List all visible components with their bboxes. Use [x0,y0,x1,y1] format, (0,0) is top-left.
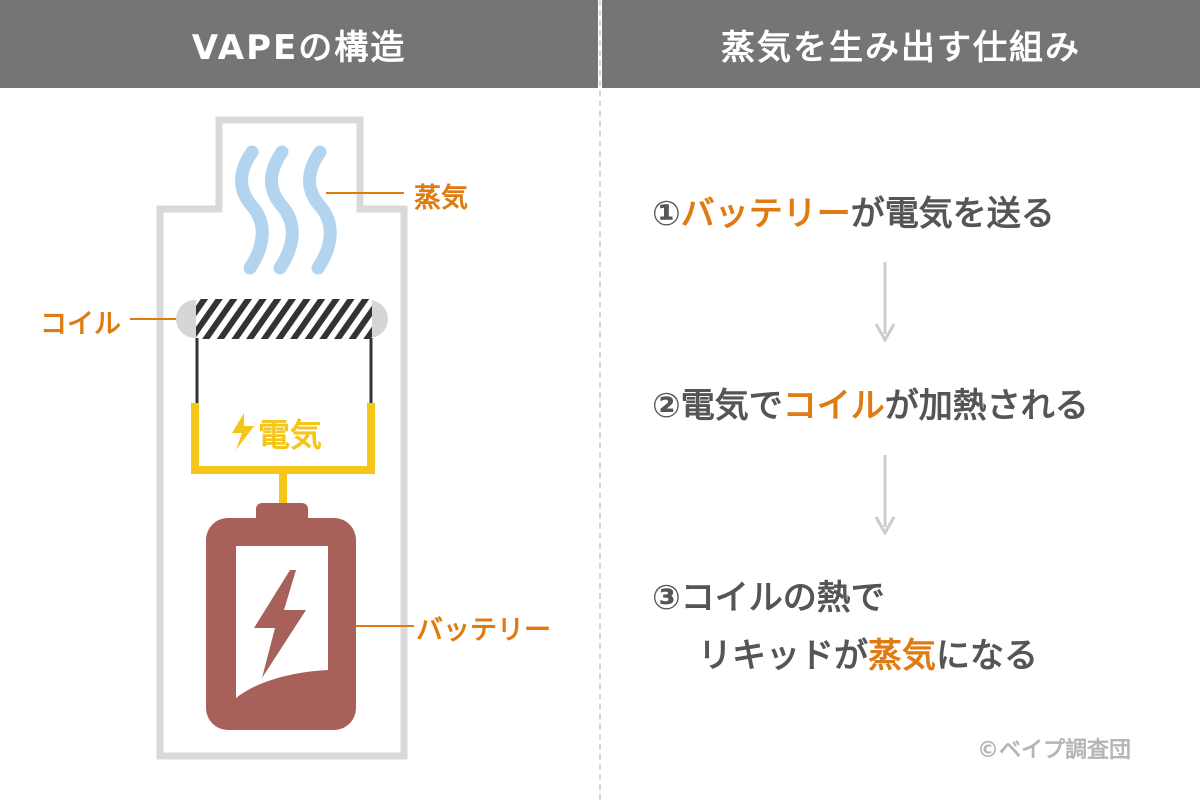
step-3-number: ③ [652,578,681,618]
left-header-title: VAPEの構造 [191,27,407,68]
right-header-title: 蒸気を生み出す仕組み [721,27,1081,68]
battery-lightning-icon [254,570,306,678]
coil-label: コイル [40,309,121,340]
step-3-highlight: 蒸気 [868,636,936,676]
step-3-line-2: リキッドが蒸気になる [698,628,1038,677]
right-header: 蒸気を生み出す仕組み [602,0,1200,88]
step-1-text: が電気を送る [850,194,1055,234]
step-1-highlight: バッテリー [680,194,851,234]
step-2-number: ② [652,386,681,426]
electric-wire [191,403,375,505]
battery-label: バッテリー [416,615,551,646]
step-3-text-line1: コイルの熱で [680,578,885,618]
step-2: ②電気でコイルが加熱される [652,378,1089,427]
vape-diagram [130,116,414,760]
step-3-text: になる [936,636,1038,676]
device-outline [156,116,408,760]
left-header: VAPEの構造 [0,0,598,88]
electricity-label: 電気 [258,416,323,454]
step-2-pre: 電気で [680,386,783,426]
coil-winding [196,299,372,339]
center-divider [599,0,601,800]
arrow-down-icon [874,262,896,342]
vapor-waves [235,145,337,275]
step-1: ①バッテリーが電気を送る [652,186,1055,235]
copyright-credit: ©ベイプ調査団 [977,738,1132,763]
step-2-text: が加熱される [884,386,1089,426]
step-1-number: ① [652,194,681,234]
vapor-label: 蒸気 [414,183,468,214]
step-3-pre: リキッドが [698,636,868,676]
arrow-down-icon [874,455,896,535]
step-2-highlight: コイル [782,386,885,426]
step-3-line-1: ③コイルの熱で [652,570,885,619]
lightning-small-icon [232,413,254,450]
